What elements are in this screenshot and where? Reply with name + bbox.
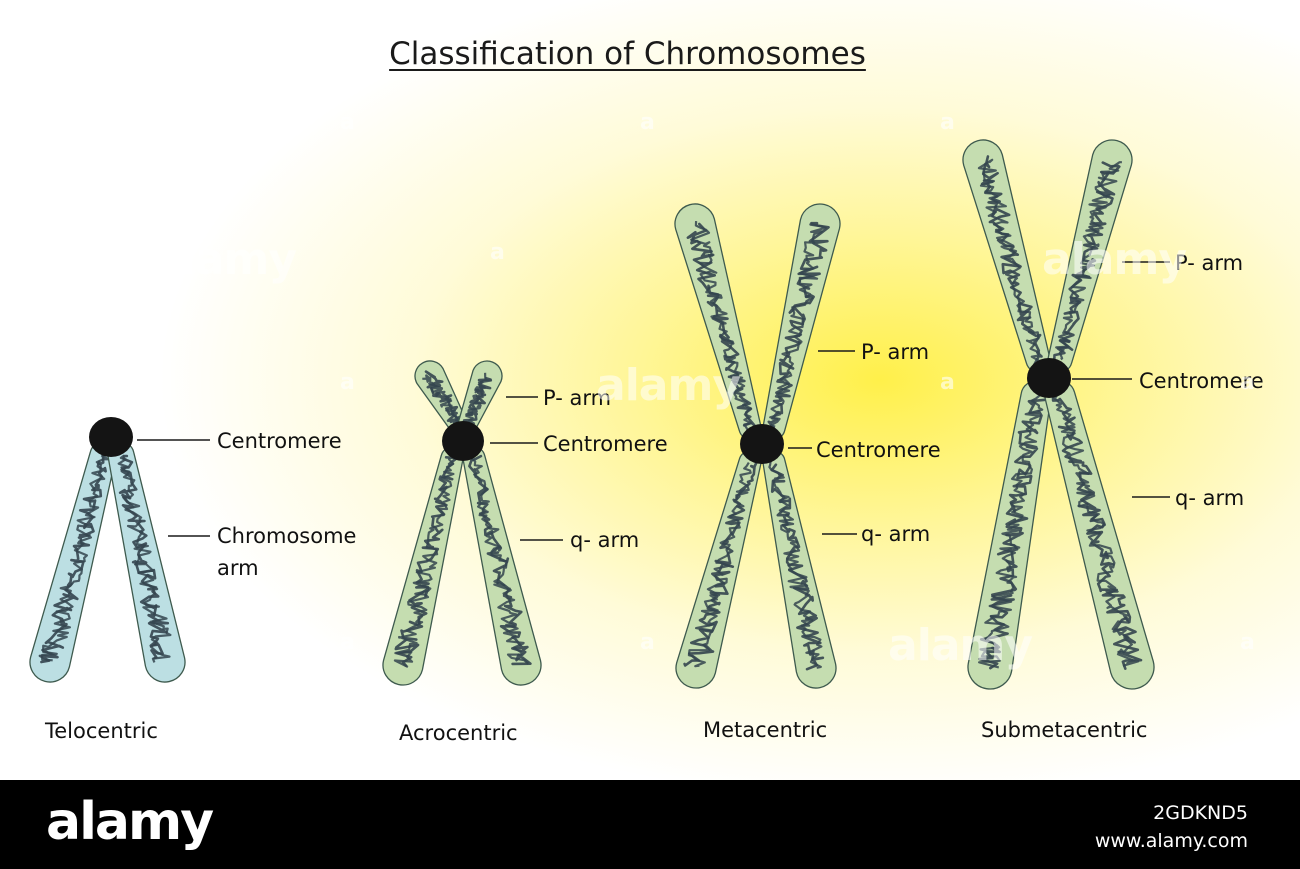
stock-footer-bar: alamy 2GDKND5 www.alamy.com [0,780,1300,869]
acrocentric-right-q-arm-chromatin [468,454,532,666]
watermark-glyph: a [940,370,955,395]
metacentric-centromere [740,424,784,464]
watermark-glyph: a [640,630,655,655]
submetacentric-centromere-label: Centromere [1139,369,1264,393]
submetacentric-p-arm-label: P- arm [1175,251,1244,275]
telocentric-right-arm-chromatin [118,454,170,660]
submetacentric-right-p-arm-chromatin [1052,161,1121,364]
metacentric-type-label: Metacentric [703,718,828,742]
watermark-glyph: a [1240,630,1255,655]
watermark-glyph: a [640,110,655,135]
diagram-canvas: Classification of Chromosomes Centromere… [0,0,1300,780]
image-id: 2GDKND5 [1153,802,1248,824]
watermark-glyph: a [490,240,505,265]
watermark-glyph: a [940,110,955,135]
metacentric-p-arm-label: P- arm [861,340,930,364]
telocentric-right-arm [107,441,186,683]
metacentric-right-p-arm-chromatin [767,221,830,431]
watermark-brand: alamy [1042,234,1187,285]
watermark-glyph: a [340,110,355,135]
telocentric-arm-label-line2: arm [217,556,259,580]
metacentric-centromere-label: Centromere [816,438,941,462]
acrocentric-centromere [442,421,484,461]
metacentric-q-arm-label: q- arm [861,522,931,546]
acrocentric-left-q-arm-chromatin [394,456,459,667]
chromosome-shapes [29,139,1155,690]
submetacentric-q-arm-label: q- arm [1175,486,1245,510]
page-title: Classification of Chromosomes [389,36,866,72]
watermark-glyph: a [340,630,355,655]
telocentric-arm-label-line1: Chromosome [217,524,357,548]
site-url: www.alamy.com [1094,830,1248,852]
submetacentric-type-label: Submetacentric [981,718,1148,742]
telocentric-left-arm [29,441,117,683]
metacentric-left-q-arm [675,450,762,689]
acrocentric-p-arm-label: P- arm [543,386,612,410]
telocentric-type-label: Telocentric [45,719,158,743]
acrocentric-q-arm-label: q- arm [570,528,640,552]
label-leader-lines [137,261,1170,541]
chromosome-diagram [29,139,1170,690]
alamy-logo: alamy [46,792,214,852]
telocentric-centromere-label: Centromere [217,429,342,453]
watermark-brand: alamy [888,620,1033,671]
submetacentric-right-p-arm [1047,139,1133,373]
submetacentric-left-p-arm [962,139,1051,373]
watermark-glyph: a [340,370,355,395]
metacentric-right-p-arm [762,203,841,440]
acrocentric-right-q-arm [462,446,542,686]
watermark-brand: alamy [596,360,741,411]
acrocentric-left-q-arm [382,446,464,686]
metacentric-right-q-arm [762,450,837,689]
watermark-brand: alamy [152,234,297,285]
submetacentric-right-q-arm [1044,380,1155,690]
telocentric-centromere [89,417,133,457]
acrocentric-left-p-arm [414,360,470,438]
acrocentric-type-label: Acrocentric [399,721,518,745]
watermark-glyph: a [1240,370,1255,395]
submetacentric-centromere [1027,358,1071,398]
submetacentric-left-q-arm-chromatin [978,398,1047,670]
acrocentric-centromere-label: Centromere [543,432,668,456]
